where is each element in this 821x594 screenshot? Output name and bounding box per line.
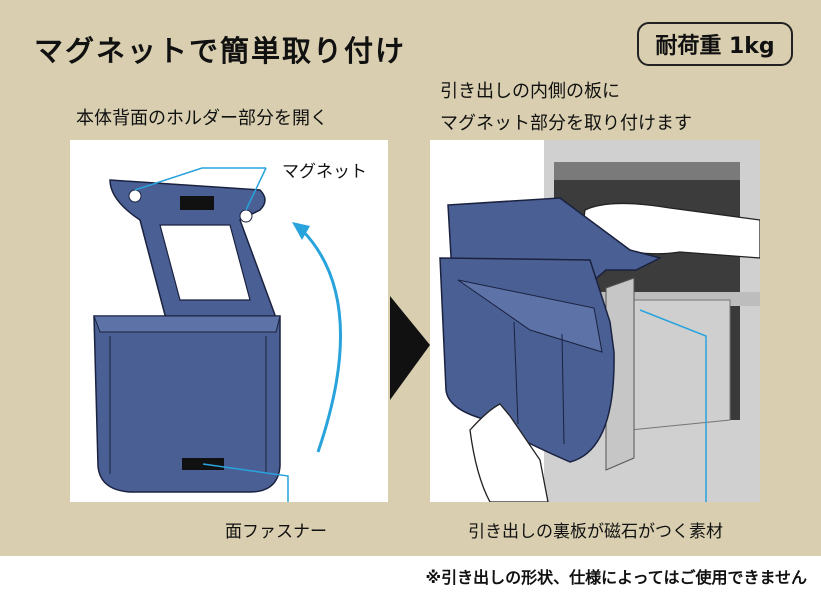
- left-caption: 本体背面のホルダー部分を開く: [76, 108, 328, 129]
- drawer-material-label: 引き出しの裏板が磁石がつく素材: [468, 522, 723, 542]
- magnet-left-icon: [128, 189, 142, 203]
- right-caption-line1: 引き出しの内側の板に: [440, 81, 620, 102]
- surface-fastener-label: 面ファスナー: [225, 522, 327, 542]
- organizer-attached-illustration: [430, 140, 760, 502]
- hand-bottom: [469, 403, 549, 502]
- magnet-right-icon: [239, 209, 253, 223]
- right-caption: 引き出しの内側の板に マグネット部分を取り付けます: [440, 76, 692, 140]
- organizer-bag: [439, 257, 615, 463]
- organizer-open-illustration: [70, 140, 388, 502]
- load-capacity-badge: 耐荷重 1kg: [637, 22, 793, 66]
- page-title: マグネットで簡単取り付け: [34, 34, 407, 68]
- usage-footnote: ※引き出しの形状、仕様によってはご使用できません: [425, 568, 807, 587]
- right-caption-line2: マグネット部分を取り付けます: [440, 113, 692, 134]
- bag-body: [93, 315, 281, 493]
- magnet-label: マグネット: [282, 162, 367, 182]
